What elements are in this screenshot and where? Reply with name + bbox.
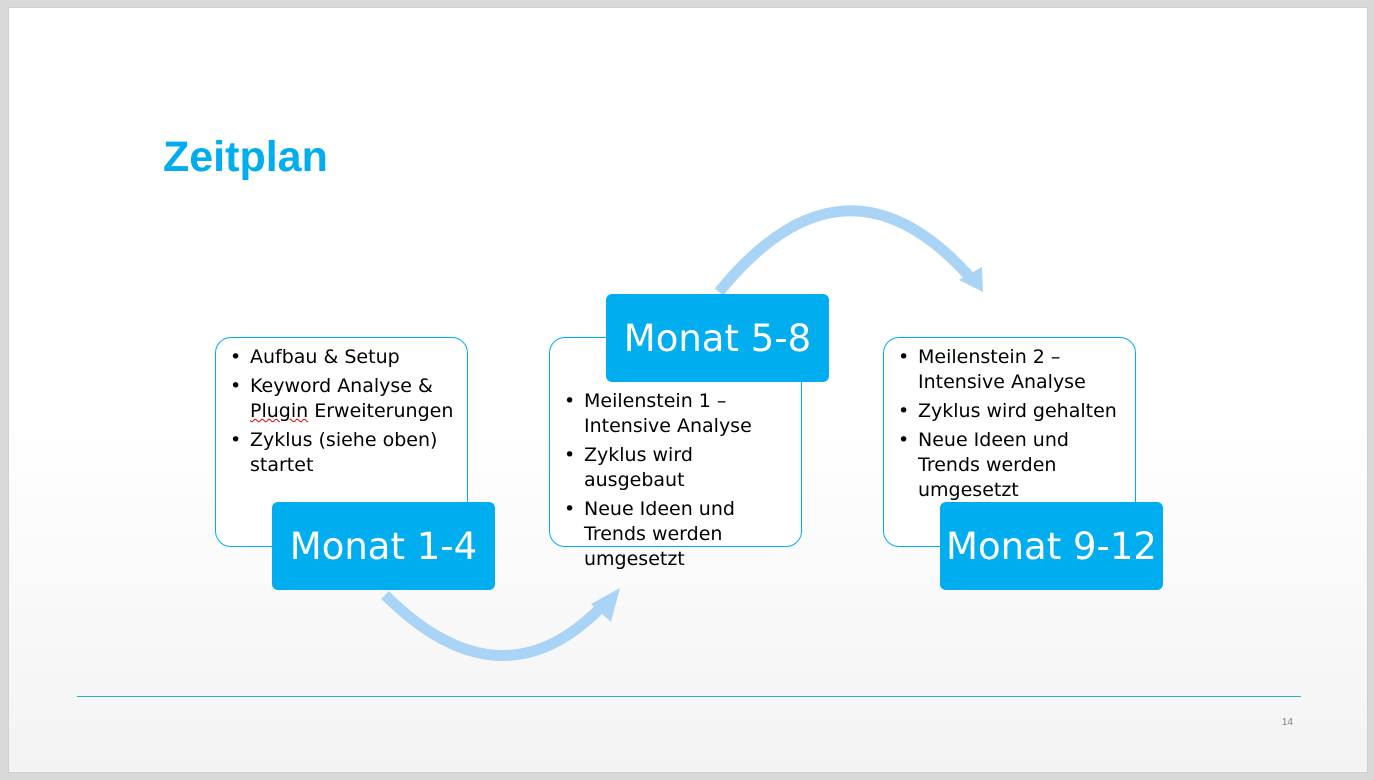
list-item: •Zyklus wird ausgebaut: [564, 444, 693, 491]
list-item: •Zyklus wird gehalten: [898, 400, 1117, 422]
phase-3-label: Monat 9-12: [940, 502, 1163, 590]
bullet-icon: •: [564, 390, 576, 412]
list-item: •Meilenstein 2 – Intensive Analyse: [898, 346, 1086, 393]
bullet-icon: •: [564, 444, 576, 466]
list-item: •Neue Ideen und Trends werden umgesetzt: [898, 429, 1069, 501]
bullet-icon: •: [230, 375, 242, 397]
phase-2-label: Monat 5-8: [606, 294, 829, 382]
phase-1-details: •Aufbau & Setup •Keyword Analyse &Plugin…: [215, 337, 468, 547]
list-item: •Neue Ideen und Trends werden umgesetzt: [564, 498, 735, 570]
slide-title: Zeitplan: [163, 133, 328, 181]
phase-1-label: Monat 1-4: [272, 502, 495, 590]
curved-arrow-down-right-icon: [714, 205, 983, 296]
bullet-icon: •: [230, 346, 242, 368]
footer-divider: [77, 696, 1301, 697]
phase-2-list: •Meilenstein 1 – Intensive Analyse •Zykl…: [558, 389, 793, 572]
slide: Zeitplan •Aufbau & Setup •Keyword Analys…: [8, 7, 1368, 773]
phase-3-list: •Meilenstein 2 – Intensive Analyse •Zykl…: [892, 345, 1127, 503]
bullet-icon: •: [898, 429, 910, 451]
bullet-icon: •: [230, 429, 242, 451]
bullet-icon: •: [898, 400, 910, 422]
bullet-icon: •: [564, 498, 576, 520]
curved-arrow-up-right-icon: [381, 588, 620, 661]
phase-1-list: •Aufbau & Setup •Keyword Analyse &Plugin…: [224, 345, 457, 478]
list-item: •Meilenstein 1 – Intensive Analyse: [564, 390, 752, 437]
bullet-icon: •: [898, 346, 910, 368]
page-number: 14: [1281, 717, 1293, 728]
spellcheck-flagged-word[interactable]: Plugin: [250, 400, 309, 422]
list-item: •Zyklus (siehe oben) startet: [230, 429, 438, 476]
list-item: •Keyword Analyse &Plugin Erweiterungen: [230, 375, 454, 422]
list-item: •Aufbau & Setup: [230, 346, 400, 368]
